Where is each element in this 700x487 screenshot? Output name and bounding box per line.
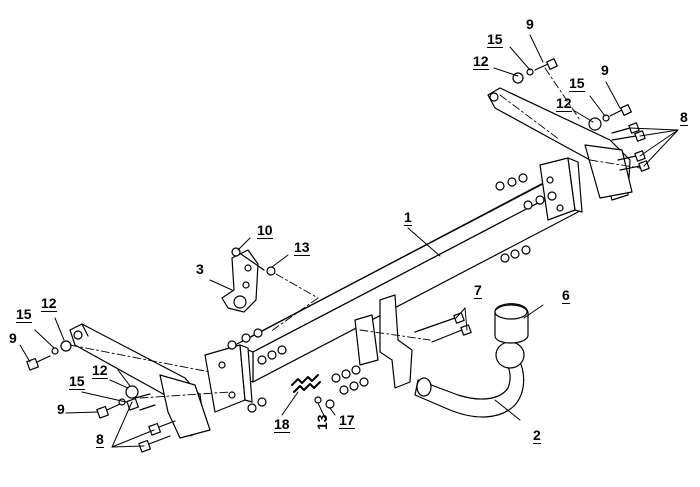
- callout-3: 3: [196, 261, 204, 277]
- callout-6: 6: [562, 287, 570, 304]
- callout-12-right: 12: [556, 95, 572, 112]
- callout-13-top: 13: [294, 239, 310, 256]
- callout-8-left: 8: [96, 431, 104, 448]
- center-bracket: [354, 294, 413, 389]
- callout-17: 17: [339, 412, 355, 429]
- callout-15-top: 15: [487, 31, 503, 48]
- callout-15-lower: 15: [69, 373, 85, 390]
- callout-1: 1: [404, 209, 412, 226]
- left-mounting-plate: [204, 344, 253, 413]
- callout-15-right: 15: [569, 75, 585, 92]
- callout-15-left: 15: [16, 306, 32, 323]
- callout-8-right: 8: [680, 109, 688, 126]
- fasteners: [26, 58, 650, 453]
- towball: [494, 303, 529, 369]
- callout-7: 7: [474, 282, 482, 299]
- callout-9-left: 9: [9, 330, 17, 346]
- callout-12-top: 12: [473, 53, 489, 70]
- callout-10: 10: [257, 222, 273, 239]
- callout-12-left: 12: [41, 295, 57, 312]
- callout-9-right: 9: [601, 62, 609, 78]
- callout-2: 2: [533, 427, 541, 444]
- assembly-guide-lines: [69, 67, 641, 399]
- callout-12-lower: 12: [92, 362, 108, 379]
- right-mounting-plate: [539, 157, 583, 221]
- callout-9-lower: 9: [57, 401, 65, 417]
- hook-bracket: [221, 249, 259, 313]
- right-side-arm: [487, 87, 633, 201]
- callout-13-bottom: 13: [314, 414, 330, 430]
- spring-washer: [291, 374, 321, 393]
- left-side-arm: [69, 323, 211, 439]
- leader-lines: [19, 34, 679, 448]
- callout-18: 18: [274, 416, 290, 433]
- callout-9-top: 9: [526, 16, 534, 32]
